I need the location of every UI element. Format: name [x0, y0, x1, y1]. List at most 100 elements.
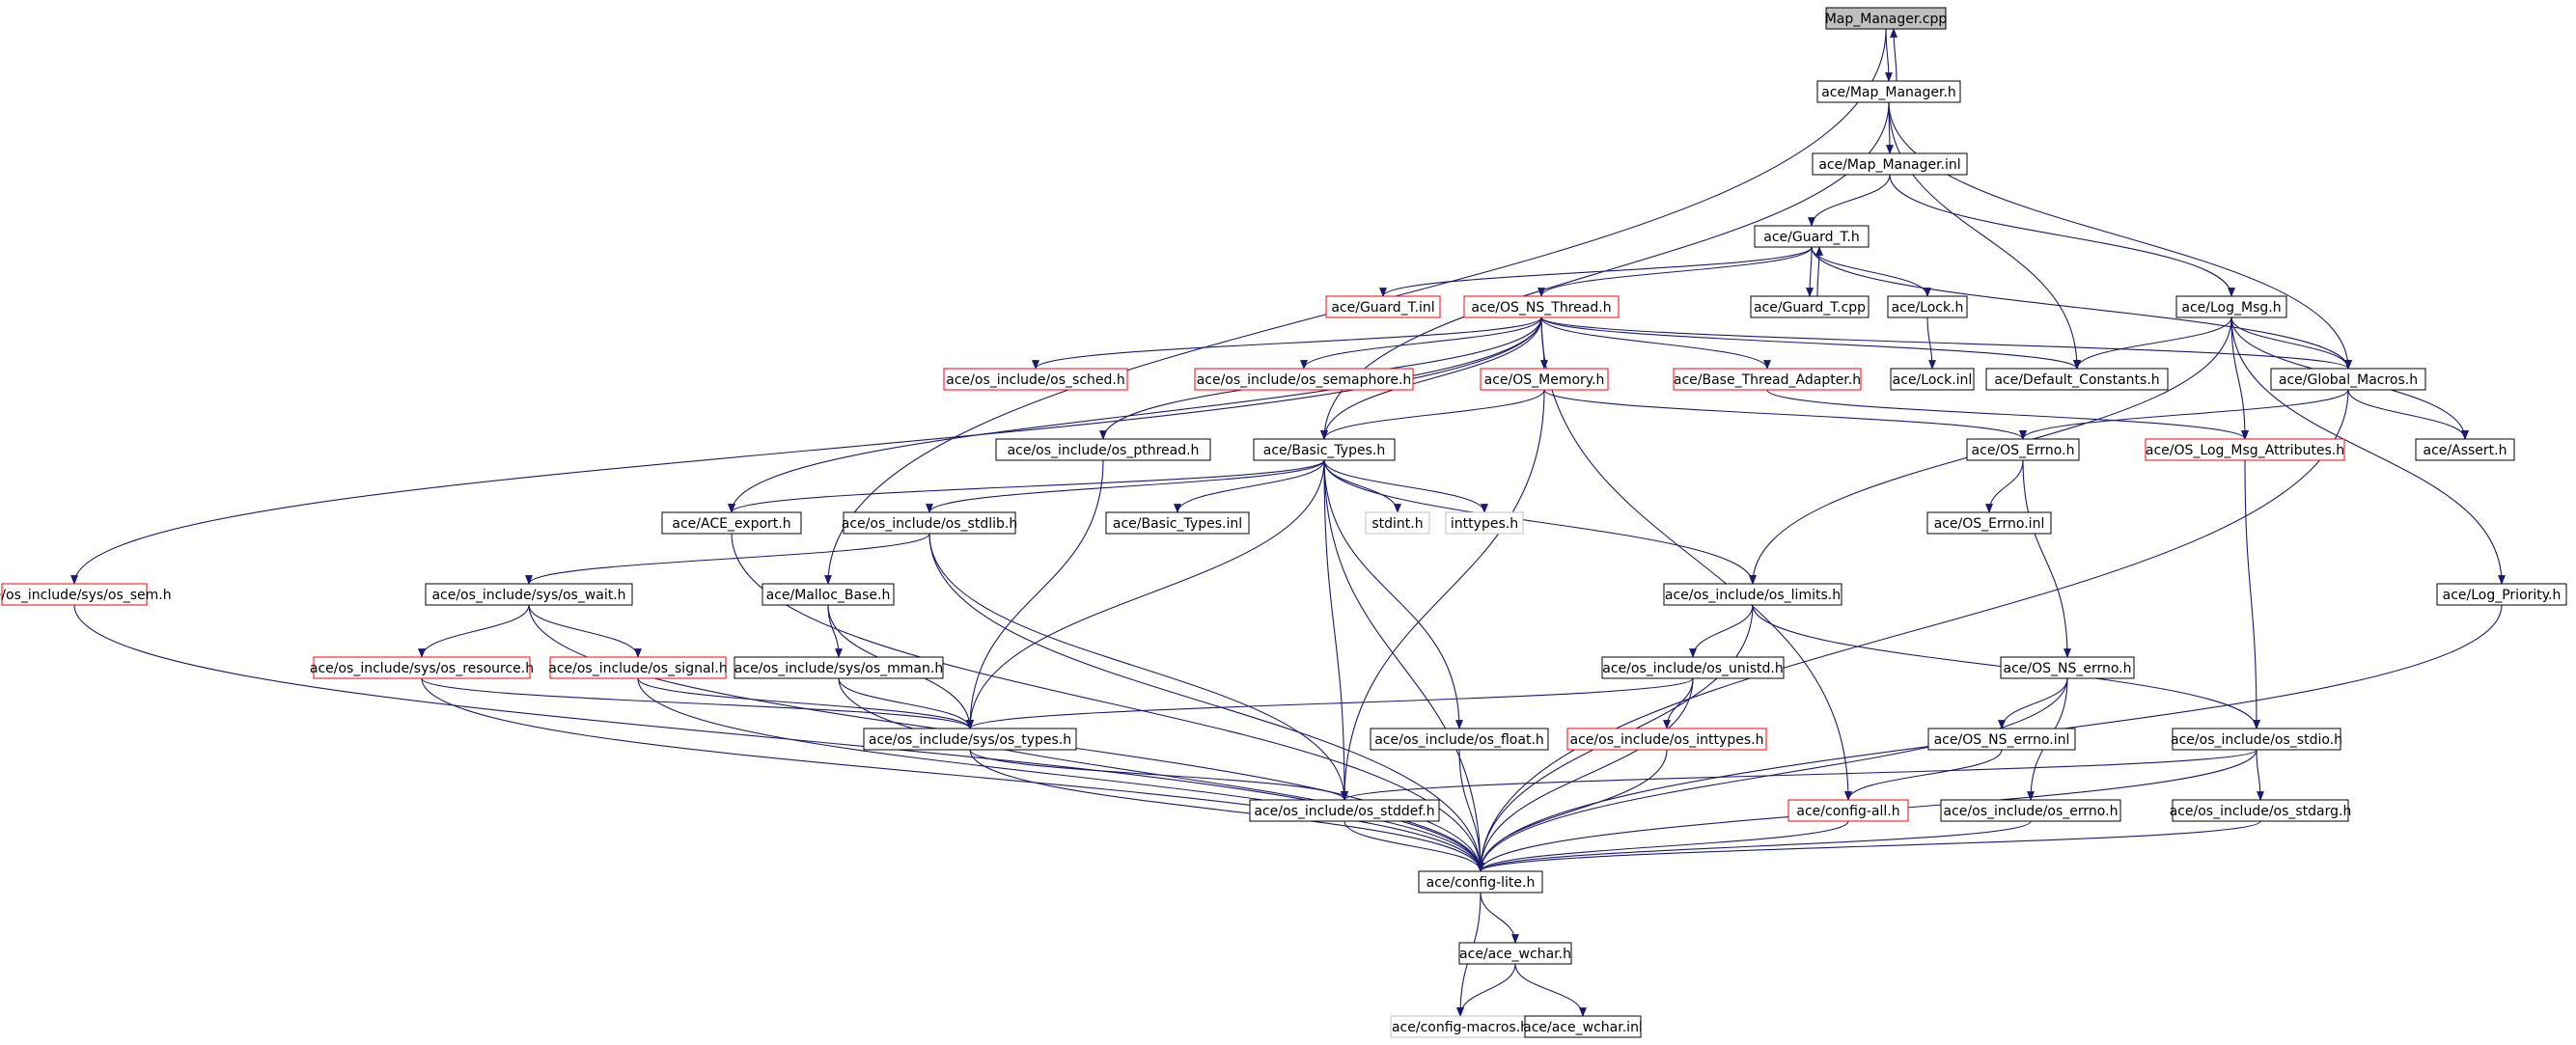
edge-os_stdlib_h-to-os_wait_h: [525, 533, 930, 585]
node-label: ace/Guard_T.h: [1763, 230, 1860, 245]
node-os-ns-errno-inl[interactable]: ace/OS_NS_errno.inl: [1927, 728, 2076, 751]
node-ace-wchar-inl[interactable]: ace/ace_wchar.inl: [1523, 1015, 1643, 1038]
node-ace-export-h[interactable]: ace/ACE_export.h: [661, 511, 802, 535]
node-box: [1927, 728, 2076, 751]
node-box: [661, 511, 802, 535]
node-basic-types-h[interactable]: ace/Basic_Types.h: [1253, 438, 1396, 461]
edge-guard_t_cpp-to-guard_t_h: [1815, 246, 1823, 297]
node-os-sched-h[interactable]: ace/os_include/os_sched.h: [943, 368, 1128, 391]
node-map-manager-inl[interactable]: ace/Map_Manager.inl: [1812, 152, 1968, 176]
node-os-ns-thread-h[interactable]: ace/OS_NS_Thread.h: [1463, 295, 1620, 318]
node-config-macros-h[interactable]: ace/config-macros.h: [1390, 1015, 1531, 1038]
node-guard-t-cpp[interactable]: ace/Guard_T.cpp: [1750, 295, 1870, 318]
edge-basic_types_h-to-stdint_h: [1323, 459, 1401, 513]
node-box: [843, 511, 1016, 535]
edge-os_ns_errno_inl-to-config_all_h: [1844, 749, 2003, 801]
edge-os_float_h-to-config_lite_h: [1458, 749, 1484, 872]
node-lock-h[interactable]: ace/Lock.h: [1887, 295, 1968, 318]
node-global-macros-h[interactable]: ace/Global_Macros.h: [2270, 368, 2426, 391]
edge-basic_types_h-to-os_stdlib_h: [926, 459, 1325, 513]
node-ace-wchar-h[interactable]: ace/ace_wchar.h: [1458, 942, 1572, 965]
node-box: [1825, 7, 1947, 30]
node-guard-t-inl[interactable]: ace/Guard_T.inl: [1325, 295, 1441, 318]
node-box: [1458, 942, 1572, 965]
node-label: ace/os_include/os_signal.h: [548, 661, 728, 676]
node-os-semaphore-h[interactable]: ace/os_include/os_semaphore.h: [1194, 368, 1414, 391]
node-os-sem-h[interactable]: ace/os_include/sys/os_sem.h: [0, 583, 172, 606]
node-box: [2415, 438, 2515, 461]
edge-os_pthread_h-to-os_types_h: [966, 459, 1104, 729]
edge-os_ns_thread_h-to-os_sched_h: [1032, 316, 1542, 370]
node-label: ace/config-all.h: [1796, 804, 1899, 819]
edge-basic_types_h-to-os_float_h: [1323, 459, 1463, 729]
node-os-limits-h[interactable]: ace/os_include/os_limits.h: [1663, 583, 1842, 606]
node-os-errno-os-h[interactable]: ace/os_include/os_errno.h: [1940, 799, 2121, 822]
node-box: [1985, 368, 2169, 391]
edge-os_errno_h-to-os_ns_errno_h: [2022, 459, 2071, 658]
edge-global_macros_h-to-config_lite_h: [1477, 389, 2349, 872]
node-guard-t-h[interactable]: ace/Guard_T.h: [1754, 225, 1870, 248]
node-malloc-base-h[interactable]: ace/Malloc_Base.h: [762, 583, 895, 606]
node-label: ace/os_include/os_float.h: [1374, 732, 1544, 748]
node-box: [2436, 583, 2567, 606]
node-label: ace/os_include/sys/os_resource.h: [310, 661, 534, 676]
edge-ace_wchar_h-to-ace_wchar_inl: [1514, 963, 1587, 1017]
node-os-unistd-h[interactable]: ace/os_include/os_unistd.h: [1601, 656, 1785, 679]
node-os-errno-h[interactable]: ace/OS_Errno.h: [1966, 438, 2080, 461]
node-os-log-msg-attributes-h[interactable]: ace/OS_Log_Msg_Attributes.h: [2145, 438, 2345, 461]
node-os-pthread-h[interactable]: ace/os_include/os_pthread.h: [995, 438, 1211, 461]
node-os-ns-errno-h[interactable]: ace/OS_NS_errno.h: [2000, 656, 2135, 679]
edge-guard_t_h-to-guard_t_cpp: [1806, 246, 1814, 297]
node-os-inttypes-h[interactable]: ace/os_include/os_inttypes.h: [1566, 728, 1767, 751]
node-box: [1524, 1015, 1642, 1038]
node-default-constants-h[interactable]: ace/Default_Constants.h: [1985, 368, 2169, 391]
node-os-stdlib-h[interactable]: ace/os_include/os_stdlib.h: [842, 511, 1017, 535]
node-os-resource-h[interactable]: ace/os_include/sys/os_resource.h: [310, 656, 534, 679]
edge-os_ns_thread_h-to-basic_types_h: [1320, 316, 1542, 440]
node-label: ace/Map_Manager.inl: [1818, 157, 1960, 173]
node-config-all-h[interactable]: ace/config-all.h: [1787, 799, 1909, 822]
node-stdint-h[interactable]: stdint.h: [1365, 511, 1430, 535]
edge-os_types_h-to-os_stddef_h: [969, 749, 1348, 801]
edge-os_stdlib_h-to-config_lite_h: [928, 533, 1484, 872]
node-map-manager-cpp[interactable]: Map_Manager.cpp: [1825, 7, 1948, 30]
edge-os_ns_thread_h-to-base_thread_adapter_h: [1540, 316, 1771, 370]
node-log-msg-h[interactable]: ace/Log_Msg.h: [2175, 295, 2287, 318]
node-label: ace/Log_Msg.h: [2181, 300, 2281, 316]
edge-log_msg_h-to-os_log_msg_attributes_h: [2230, 316, 2249, 440]
node-os-stdio-h[interactable]: ace/os_include/os_stdio.h: [2171, 728, 2342, 751]
node-os-errno-inl[interactable]: ace/OS_Errno.inl: [1926, 511, 2052, 535]
node-box: [1926, 511, 2052, 535]
edge-os_signal_h-to-config_lite_h: [637, 677, 1484, 872]
node-map-manager-h[interactable]: ace/Map_Manager.h: [1816, 80, 1961, 103]
node-os-float-h[interactable]: ace/os_include/os_float.h: [1370, 728, 1549, 751]
edge-log_msg_h-to-log_priority_h: [2230, 316, 2506, 585]
node-label: ace/Lock.inl: [1893, 372, 1973, 388]
node-base-thread-adapter-h[interactable]: ace/Base_Thread_Adapter.h: [1673, 368, 1862, 391]
node-basic-types-inl[interactable]: ace/Basic_Types.inl: [1105, 511, 1250, 535]
node-box: [1194, 368, 1414, 391]
node-label: inttypes.h: [1451, 516, 1518, 532]
node-os-mman-h[interactable]: ace/os_include/sys/os_mman.h: [734, 656, 944, 679]
node-assert-h[interactable]: ace/Assert.h: [2415, 438, 2515, 461]
node-os-memory-h[interactable]: ace/OS_Memory.h: [1480, 368, 1609, 391]
node-os-signal-h[interactable]: ace/os_include/os_signal.h: [548, 656, 728, 679]
node-os-types-h[interactable]: ace/os_include/sys/os_types.h: [863, 728, 1077, 751]
node-os-stdarg-h[interactable]: ace/os_include/os_stdarg.h: [2170, 799, 2352, 822]
edge-os_limits_h-to-os_unistd_h: [1689, 604, 1754, 658]
node-lock-inl[interactable]: ace/Lock.inl: [1890, 368, 1975, 391]
node-label: Map_Manager.cpp: [1825, 12, 1948, 27]
node-os-wait-h[interactable]: ace/os_include/sys/os_wait.h: [425, 583, 633, 606]
edge-os_stdarg_h-to-config_lite_h: [1477, 820, 2261, 872]
node-os-stddef-h[interactable]: ace/os_include/os_stddef.h: [1249, 799, 1440, 822]
node-config-lite-h[interactable]: ace/config-lite.h: [1418, 870, 1543, 894]
edge-map_manager_h-to-map_manager_cpp: [1890, 28, 1897, 82]
node-log-priority-h[interactable]: ace/Log_Priority.h: [2436, 583, 2567, 606]
node-label: ace/Guard_T.inl: [1331, 300, 1434, 316]
node-inttypes-h[interactable]: inttypes.h: [1445, 511, 1524, 535]
node-box: [1966, 438, 2080, 461]
edge-os_ns_errno_h-to-os_ns_errno_inl: [1998, 677, 2068, 729]
edge-os_resource_h-to-os_types_h: [421, 677, 974, 729]
node-box: [2000, 656, 2135, 679]
